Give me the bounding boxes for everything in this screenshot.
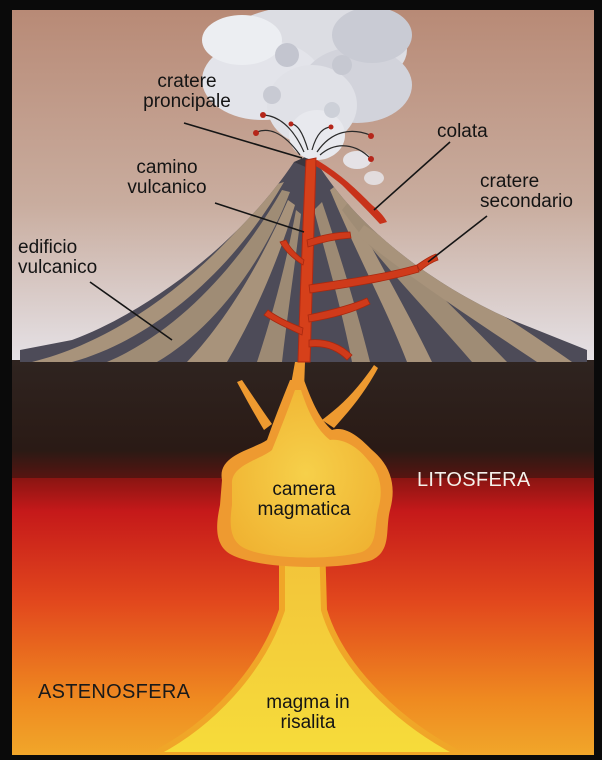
volcano-diagram: cratere proncipale camino vulcanico edif… bbox=[12, 10, 594, 755]
label-cratere-principale: cratere proncipale bbox=[112, 72, 262, 112]
label-colata: colata bbox=[437, 122, 537, 142]
label-camino-vulcanico: camino vulcanico bbox=[102, 158, 232, 198]
label-astenosfera: ASTENOSFERA bbox=[38, 682, 238, 702]
label-camera-magmatica: camera magmatica bbox=[234, 480, 374, 520]
label-edificio-vulcanico: edificio vulcanico bbox=[18, 238, 138, 278]
label-cratere-secondario: cratere secondario bbox=[480, 172, 590, 212]
label-magma-in-risalita: magma in risalita bbox=[248, 693, 368, 733]
label-litosfera: LITOSFERA bbox=[417, 470, 577, 490]
